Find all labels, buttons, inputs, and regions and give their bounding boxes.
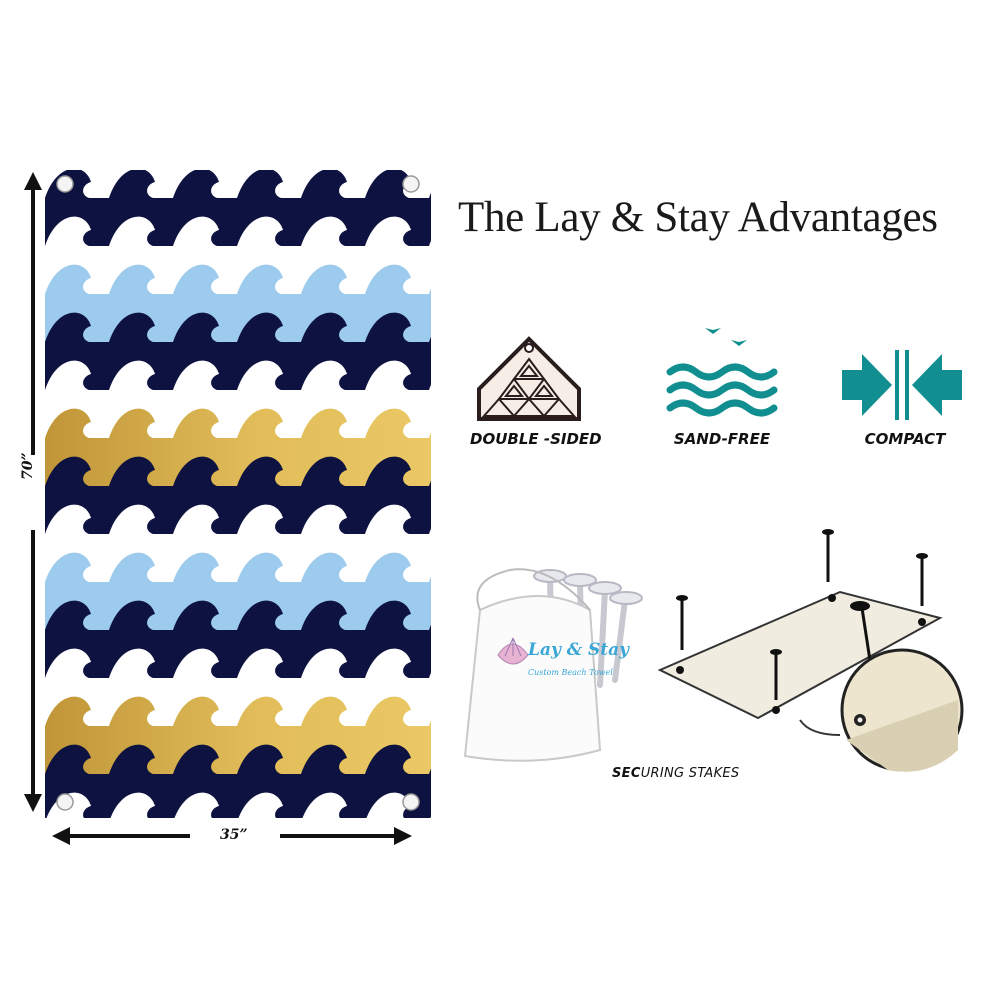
- page-title: The Lay & Stay Advantages: [458, 194, 938, 241]
- feature-label-double-sided: DOUBLE -SIDED: [470, 430, 602, 448]
- staking-diagram: [657, 529, 964, 772]
- securing-stakes-label: SECURING STAKES: [612, 766, 739, 781]
- height-label: 70”: [20, 452, 36, 480]
- grommet: [56, 175, 74, 193]
- beach-towel-pattern: [45, 170, 431, 818]
- feature-label-sand-free: SAND-FREE: [673, 430, 771, 448]
- bag-tagline-text: Custom Beach Towel: [528, 668, 613, 677]
- double-sided-icon: [477, 336, 581, 421]
- compact-icon: [842, 350, 962, 420]
- securing-stakes-label-rest: URING STAKES: [640, 766, 740, 781]
- feature-label-compact: COMPACT: [864, 430, 946, 448]
- bag-brand-text: Lay & Stay: [528, 640, 630, 660]
- grommet: [402, 793, 420, 811]
- sand-free-icon: [666, 328, 778, 417]
- securing-stakes-label-bold: SEC: [612, 766, 641, 781]
- width-label: 35”: [220, 827, 248, 843]
- storage-bag-image: [463, 568, 643, 762]
- grommet: [56, 793, 74, 811]
- wave-band: [46, 792, 431, 818]
- grommet: [402, 175, 420, 193]
